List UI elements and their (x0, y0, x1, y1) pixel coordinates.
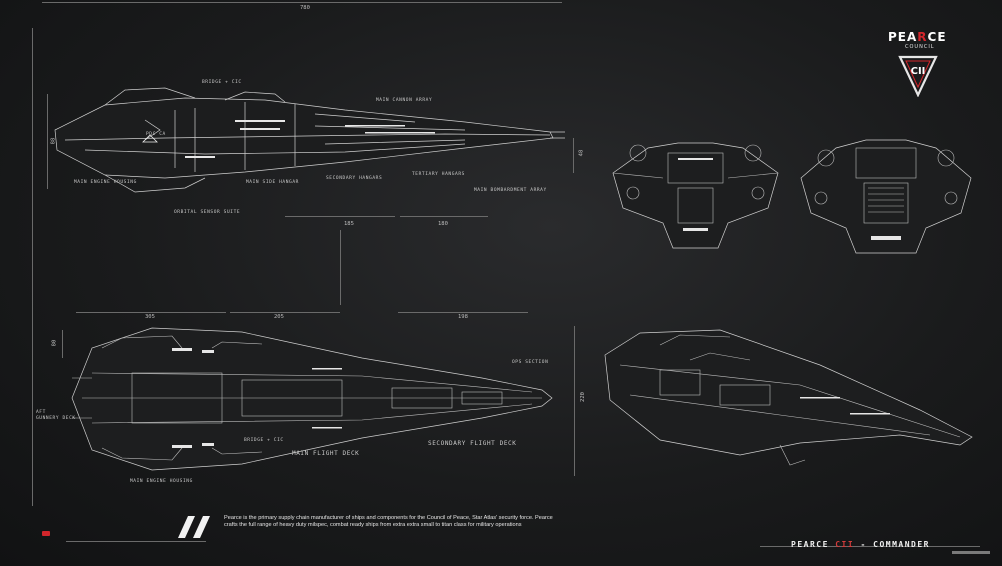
dim-bottom-line-c (398, 312, 528, 313)
frame-bottom-line (66, 541, 206, 542)
red-marker-chip (42, 531, 50, 536)
brand-subtitle: COUNCIL (905, 44, 935, 50)
ship-rear-view (800, 139, 972, 254)
ship-perspective-view (604, 329, 973, 466)
dim-side-right-line (573, 138, 574, 173)
frame-top-line (42, 2, 562, 3)
footer-suffix: - COMMANDER (860, 540, 930, 549)
dim-bottom-line-b (230, 312, 340, 313)
label-main-bombardment: MAIN BOMBARDMENT ARRAY (474, 188, 547, 193)
label-bridge-cic-top: BRIDGE + CIC (202, 80, 242, 85)
dim-mid-b: 180 (438, 221, 448, 227)
dim-bottom-a: 305 (145, 314, 155, 320)
double-slash-icon (178, 516, 210, 538)
brand-emblem-text: CII (911, 66, 926, 77)
brand-emblem-icon: CII (898, 55, 938, 97)
footer-gray-bar (952, 551, 990, 554)
dim-top-width: 780 (300, 5, 310, 11)
dim-bottom-left: 80 (51, 339, 58, 347)
frame-bottom-right-line (760, 546, 980, 547)
label-aft-gunnery-2: GUNNERY DECK (36, 416, 76, 421)
label-main-engine-top: MAIN ENGINE HOUSING (74, 180, 137, 185)
footer-class: CII (835, 540, 855, 549)
dim-bottom-b: 205 (274, 314, 284, 320)
dim-bottom-right: 220 (579, 392, 586, 402)
label-main-engine-bottom: MAIN ENGINE HOUSING (130, 479, 193, 484)
dim-side-left-line (47, 94, 48, 189)
ship-front-view (612, 142, 779, 249)
label-main-flight-deck: MAIN FLIGHT DECK (292, 450, 360, 457)
label-tertiary-hangars: TERTIARY HANGARS (412, 172, 465, 177)
dim-bottom-right-line (574, 326, 575, 476)
label-bridge-cic-bottom: BRIDGE + CIC (244, 438, 284, 443)
ship-side-view (54, 87, 565, 193)
frame-left-line (32, 28, 33, 506)
dim-bottom-c: 198 (458, 314, 468, 320)
label-secondary-hangars: SECONDARY HANGARS (326, 176, 383, 181)
dim-mid-line-b (400, 216, 488, 217)
brand-wordmark: PEARCE (888, 30, 947, 44)
dim-mid-vertical (340, 230, 341, 305)
dim-mid-line-a (285, 216, 395, 217)
dim-bottom-left-line (62, 330, 63, 358)
label-aft-gunnery-1: AFT (36, 410, 46, 415)
label-ops-section: OPS SECTION (512, 360, 549, 365)
ship-top-view (71, 327, 553, 471)
dim-side-right: 48 (578, 149, 585, 157)
dim-bottom-line-a (76, 312, 226, 313)
footer-title: PEARCE CII - COMMANDER (791, 540, 930, 549)
description-text: Pearce is the primary supply chain manuf… (224, 515, 553, 529)
label-secondary-flight-deck: SECONDARY FLIGHT DECK (428, 440, 517, 447)
label-orbital-sensor: ORBITAL SENSOR SUITE (174, 210, 241, 215)
dim-side-height: 88 (50, 137, 57, 145)
label-pdc-ca: PDC CA (146, 132, 166, 137)
dim-mid-a: 185 (344, 221, 354, 227)
label-main-side-hangar: MAIN SIDE HANGAR (246, 180, 299, 185)
label-main-cannon: MAIN CANNON ARRAY (376, 98, 433, 103)
footer-prefix: PEARCE (791, 540, 829, 549)
